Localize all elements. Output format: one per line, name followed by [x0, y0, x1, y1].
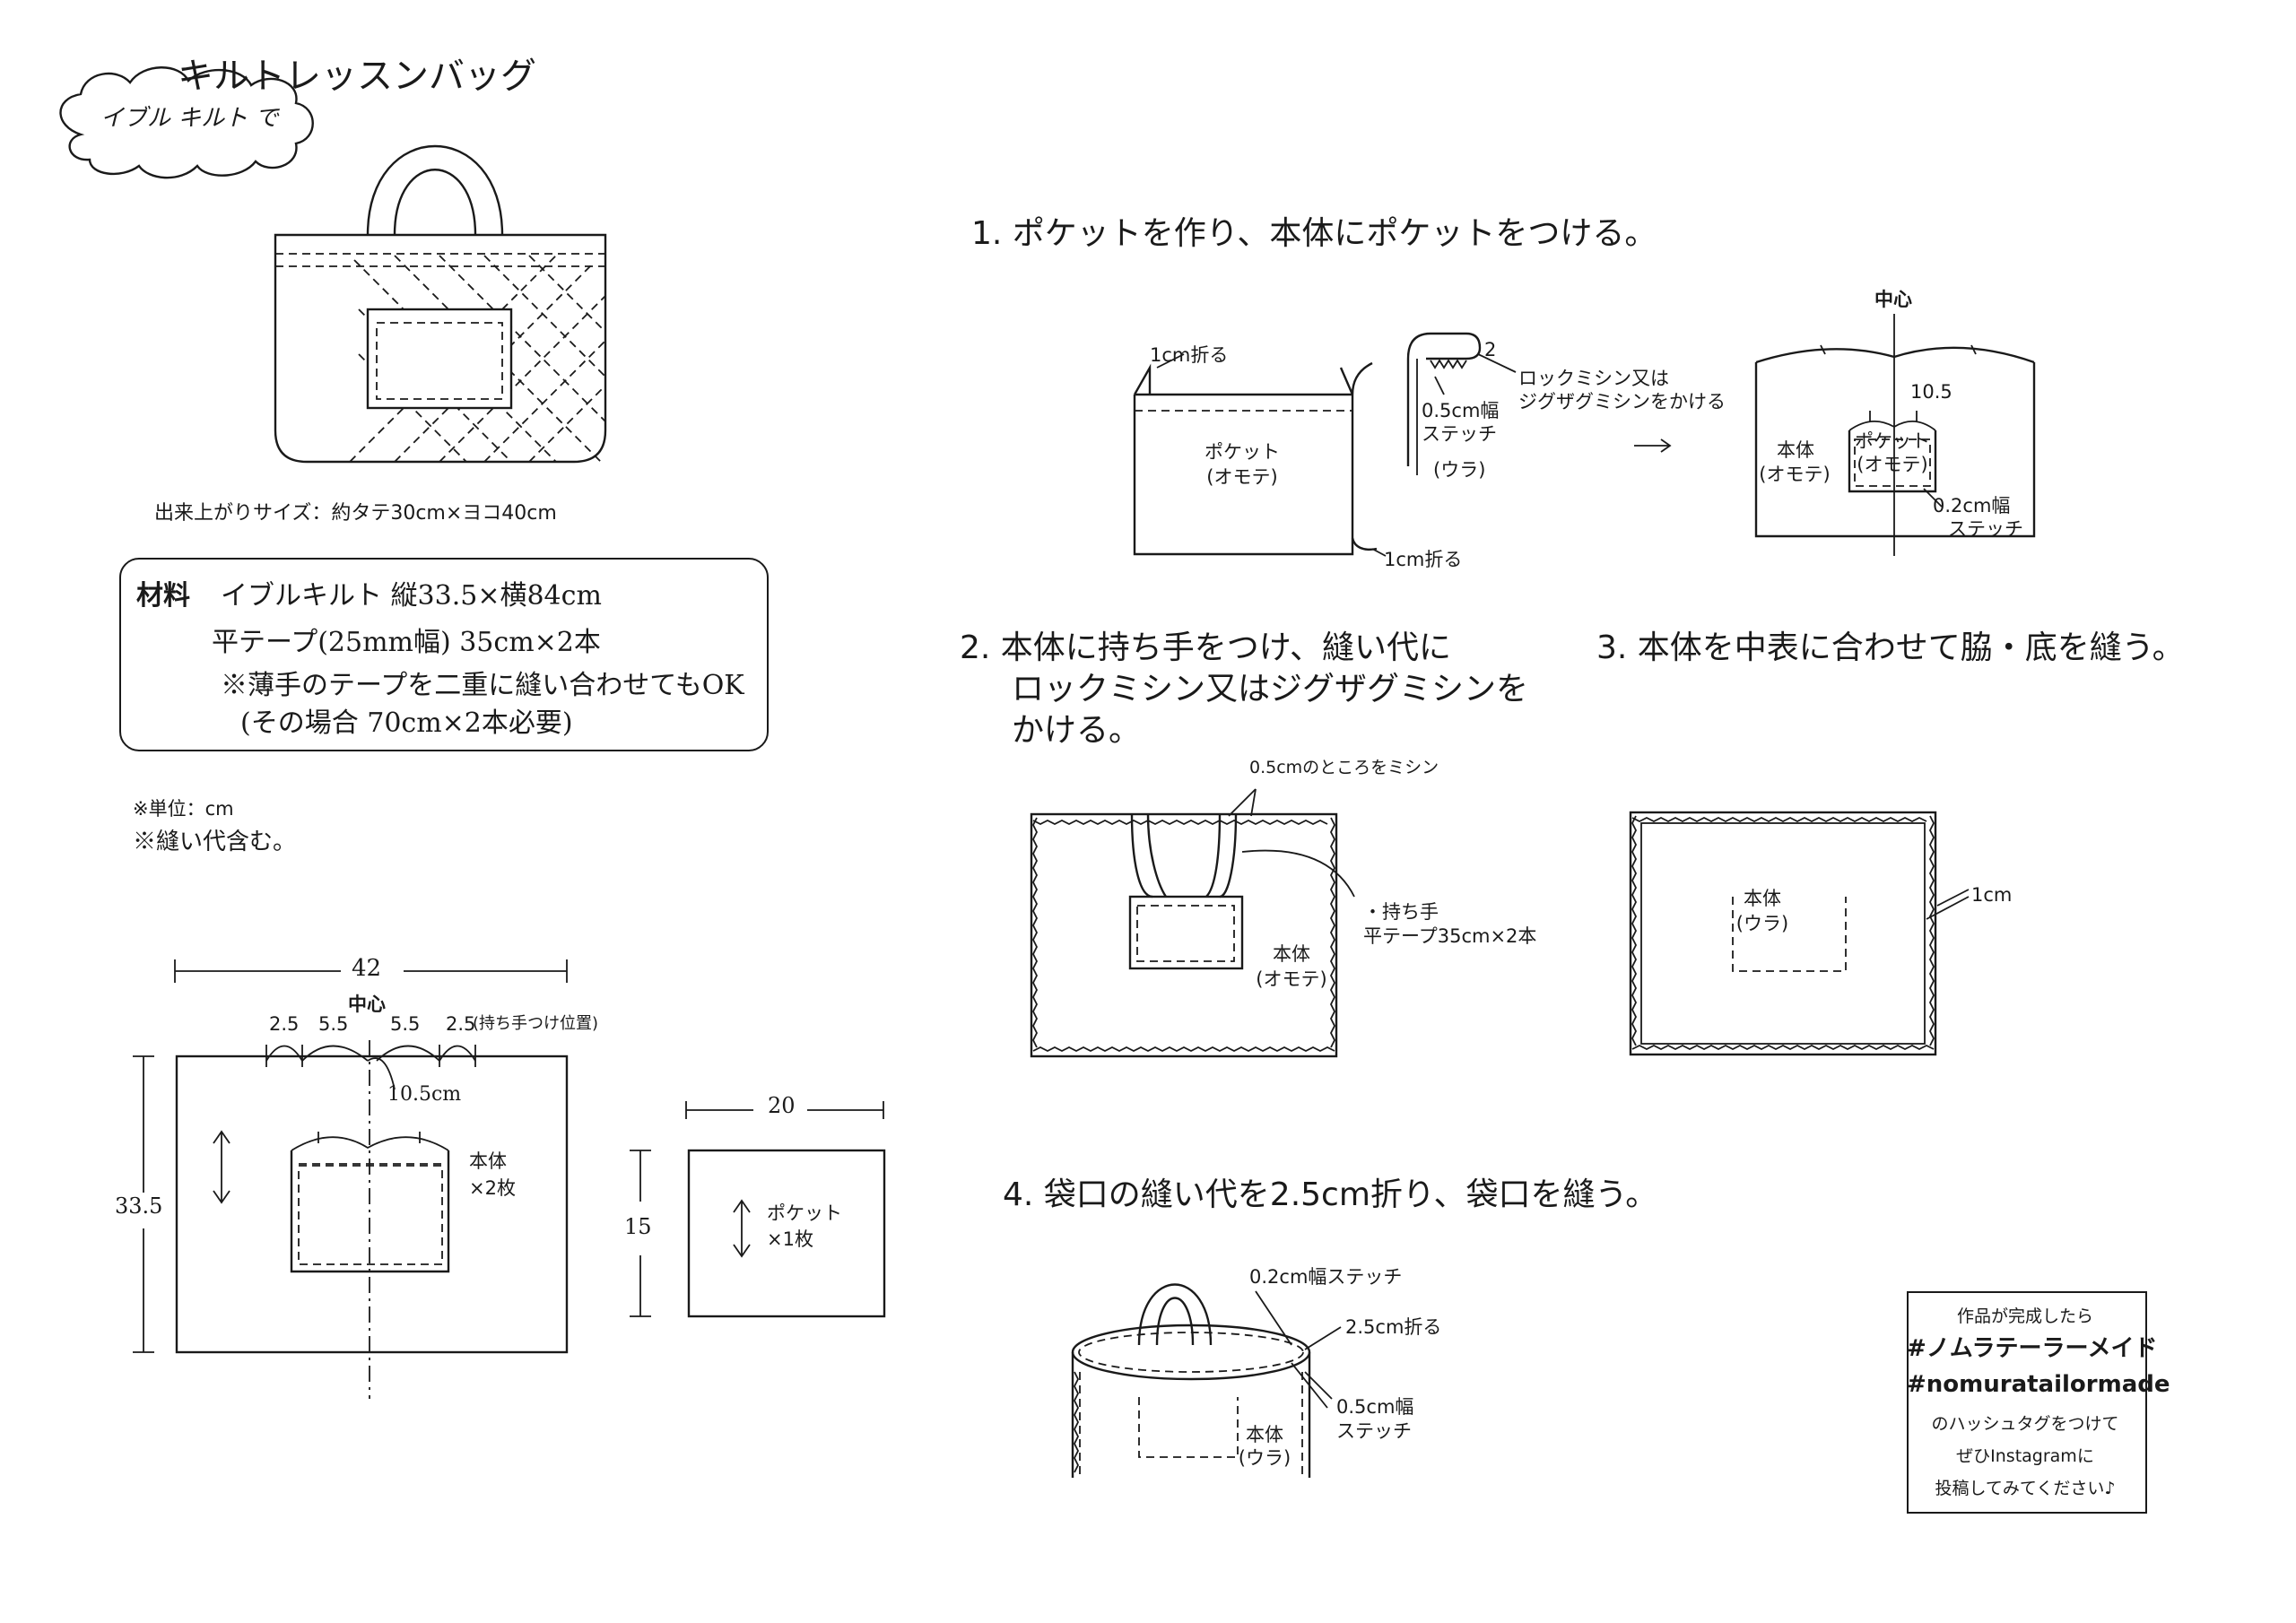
step2-body-with-handle: [1030, 788, 1355, 1058]
sns-line4: のハッシュタグをつけて: [1931, 1414, 2119, 1434]
margin-2: 5.5: [318, 1013, 349, 1035]
step2-sew05: 0.5cmのところをミシン: [1249, 758, 1439, 777]
pocket-width-label: 10.5cm: [387, 1083, 462, 1106]
step4-heading: 4. 袋口の縫い代を2.5cm折り、袋口を縫う。: [1003, 1176, 1658, 1213]
cut-pocket-label: ポケット: [767, 1202, 842, 1224]
sns-line1: 作品が完成したら: [1956, 1306, 2093, 1326]
materials-line2: 平テープ(25mm幅) 35cm×2本: [212, 627, 601, 658]
sns-line5: ぜひInstagramに: [1956, 1446, 2094, 1466]
step4-stitch02: 0.2cm幅ステッチ: [1249, 1266, 1403, 1288]
step2-body-1: 本体: [1273, 943, 1310, 965]
step3-body-1: 本体: [1744, 888, 1781, 909]
step4-stitch05-1: 0.5cm幅: [1336, 1396, 1414, 1418]
step1-back: (ウラ): [1433, 459, 1486, 481]
materials-label: 材料: [136, 580, 190, 612]
step3-one-cm: 1cm: [1971, 884, 2013, 906]
step1-fold-bottom: 1cm折る: [1384, 549, 1463, 570]
sns-hashtag-en: #nomuratailormade: [1907, 1371, 2170, 1398]
step1-lock-2: ジグザグミシンをかける: [1518, 391, 1726, 412]
sns-hashtag-jp: #ノムラテーラーメイド: [1907, 1335, 2158, 1362]
instagram-hashtag-box: [1907, 1291, 2147, 1514]
step1-stitch-2: ステッチ: [1422, 423, 1497, 445]
step1-body-2: (オモテ): [1759, 464, 1831, 485]
seam-note: ※縫い代含む。: [133, 829, 297, 855]
step3-body-2: (ウラ): [1735, 913, 1789, 934]
cut-body-label: 本体: [469, 1150, 507, 1172]
step3-heading: 3. 本体を中表に合わせて脇・底を縫う。: [1596, 629, 2185, 666]
page-title: キルトレッスンバッグ: [178, 56, 536, 97]
margin-3: 5.5: [390, 1013, 421, 1035]
step4-bag-finished: [1071, 1283, 1342, 1478]
materials-box: [119, 558, 769, 751]
sns-line6: 投稿してみてください♪: [1935, 1479, 2116, 1498]
step1-stitch-1: 0.5cm幅: [1422, 400, 1500, 421]
cut-diagram-pocket: [630, 1101, 886, 1318]
step1-pocket-1: ポケット: [1855, 430, 1930, 452]
step1-heading: 1. ポケットを作り、本体にポケットをつける。: [971, 215, 1657, 252]
step1-fold-top: 1cm折る: [1150, 344, 1229, 366]
step1-pocket-front-2: (オモテ): [1206, 466, 1278, 488]
step1-pocket-fold: [1133, 332, 1672, 557]
unit-note: ※単位：cm: [133, 798, 234, 820]
step2-heading-line3: かける。: [1012, 712, 1142, 749]
step3-body-sewn: [1629, 811, 1970, 1056]
cut-pocket-count: ×1枚: [767, 1228, 813, 1250]
step1-lock-1: ロックミシン又は: [1518, 368, 1669, 389]
handle-position-label: (持ち手つけ位置): [473, 1014, 599, 1033]
step1-stitch02-2: ステッチ: [1948, 518, 2023, 540]
step4-fold25: 2.5cm折る: [1345, 1316, 1442, 1338]
finished-bag-illustration: [274, 145, 607, 464]
materials-line1: イブルキルト 縦33.5×横84cm: [221, 580, 602, 612]
step4-body-2: (ウラ): [1238, 1447, 1292, 1469]
step1-num2: 2: [1484, 339, 1497, 360]
materials-line4: (その場合 70cm×2本必要): [240, 707, 573, 739]
step4-stitch05-2: ステッチ: [1336, 1420, 1412, 1442]
materials-line3: ※薄手のテープを二重に縫い合わせてもOK: [221, 670, 744, 701]
margin-1: 2.5: [269, 1013, 300, 1035]
step1-body-with-pocket: [1754, 314, 2036, 556]
step2-body-2: (オモテ): [1256, 968, 1327, 990]
step1-body-1: 本体: [1777, 439, 1814, 461]
step2-heading-line2: ロックミシン又はジグザグミシンを: [1012, 671, 1529, 707]
body-width-dim: 42: [352, 955, 382, 982]
cloud-outline: [59, 66, 314, 179]
step4-body-1: 本体: [1246, 1424, 1283, 1445]
step2-heading-line1: 2. 本体に持ち手をつけ、縫い代に: [960, 629, 1451, 666]
step1-pocket-10-5: 10.5: [1910, 381, 1952, 403]
pocket-height-dim: 15: [624, 1214, 652, 1239]
step1-pocket-2: (オモテ): [1857, 454, 1928, 475]
center-label: 中心: [348, 994, 386, 1015]
finished-size: 出来上がりサイズ：約タテ30cm×ヨコ40cm: [154, 502, 557, 525]
step2-handle-1: ・持ち手: [1363, 901, 1439, 923]
step1-center: 中心: [1874, 289, 1912, 310]
cloud-note: イブル キルト で: [100, 105, 279, 132]
step1-pocket-front-1: ポケット: [1205, 441, 1280, 463]
margin-4: 2.5: [446, 1013, 476, 1035]
step2-handle-2: 平テープ35cm×2本: [1363, 925, 1537, 947]
body-height-dim: 33.5: [115, 1193, 163, 1219]
cut-body-count: ×2枚: [469, 1177, 516, 1199]
pocket-width-dim: 20: [768, 1093, 796, 1118]
cut-diagram-body: [133, 959, 569, 1399]
step1-stitch02-1: 0.2cm幅: [1933, 495, 2011, 516]
